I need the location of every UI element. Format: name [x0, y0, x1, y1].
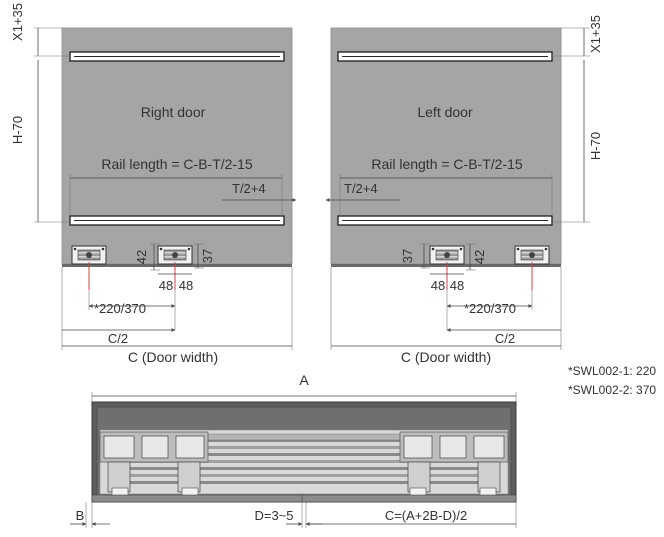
x1-plus35-right: X1+35: [588, 15, 603, 53]
right-door-bottom-hardware-center: [157, 245, 193, 265]
left-door-panel: Left door Rail length = C-B-T/2-15 T/2+4…: [325, 27, 562, 365]
h-minus70-right: H-70: [588, 132, 603, 160]
note-swl002-2: *SWL002-2: 370: [568, 383, 656, 397]
left-door-vertical-dimensions: X1+35 H-70: [552, 15, 603, 223]
note-swl002-1: *SWL002-1: 220: [568, 364, 656, 378]
h-minus70-left: H-70: [10, 116, 25, 144]
right-door-label: Right door: [141, 104, 206, 120]
dim-220-370-left: *220/370: [464, 301, 516, 316]
dim-42-right: 42: [134, 250, 149, 264]
rail-length-label-right: Rail length = C-B-T/2-15: [101, 156, 253, 172]
door-width-right: C (Door width): [128, 349, 218, 365]
t-half-label-left: T/2+4: [344, 181, 378, 196]
right-door-bottom-hardware-left: [71, 245, 107, 265]
left-door-body: [330, 27, 562, 265]
dim-48-left-b: 48: [450, 278, 464, 293]
left-door-bottom-hardware-right: [514, 245, 550, 265]
cabinet-top-view: A: [91, 372, 517, 503]
dim-48-right-b: 48: [179, 278, 193, 293]
dim-b-label: B: [76, 508, 85, 523]
dim-220-370-right: *220/370: [94, 301, 146, 316]
dim-d-label: D=3~5: [254, 508, 293, 523]
left-door-label: Left door: [417, 104, 473, 120]
c-half-right: C/2: [108, 331, 128, 346]
t-half-label-right: T/2+4: [232, 181, 266, 196]
dim-a-label: A: [299, 372, 309, 388]
x1-plus35-left: X1+35: [10, 3, 25, 41]
c-half-left: C/2: [495, 331, 515, 346]
dim-48-right-a: 48: [159, 278, 173, 293]
dim-48-left-a: 48: [431, 278, 445, 293]
rail-length-label-left: Rail length = C-B-T/2-15: [371, 156, 523, 172]
dim-37-left: 37: [400, 249, 415, 263]
dim-42-left: 42: [472, 250, 487, 264]
right-door-body: [61, 27, 293, 265]
door-width-left: C (Door width): [401, 349, 491, 365]
left-door-bottom-hardware-center: [429, 245, 465, 265]
right-door-panel: Right door Rail length = C-B-T/2-15 T/2+…: [61, 27, 297, 365]
dim-37-right: 37: [200, 249, 215, 263]
right-door-vertical-dimensions: X1+35 H-70: [10, 3, 70, 223]
c-formula-label: C=(A+2B-D)/2: [385, 508, 467, 523]
